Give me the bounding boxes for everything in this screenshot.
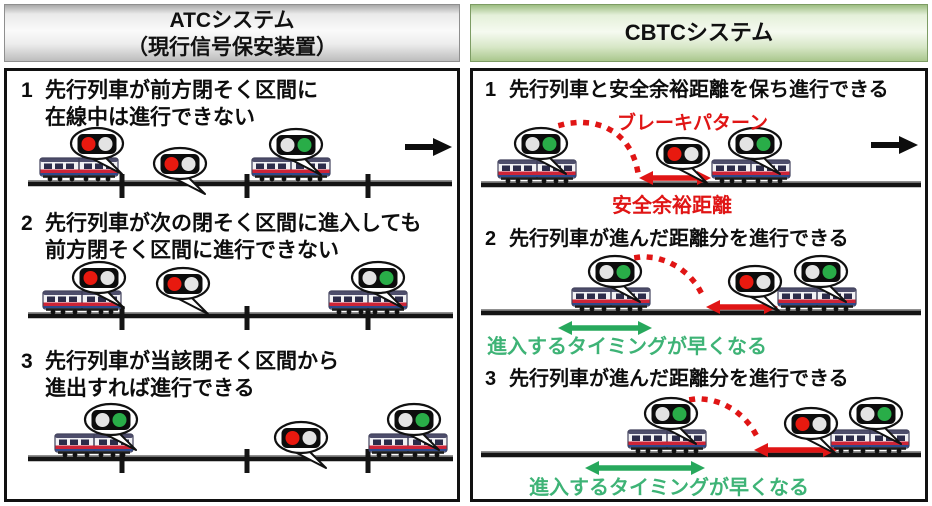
- cbtc-panel: 1 先行列車と安全余裕距離を保ち進行できる ブレーキパターン 安全余裕距離 2 …: [470, 68, 928, 502]
- atc-panel-header: ATCシステム （現行信号保安装置）: [4, 4, 460, 62]
- item-number: 3: [21, 350, 33, 373]
- atc-item-3-line1: 先行列車が当該閉そく区間から: [45, 350, 339, 373]
- atc-item-2-line1: 先行列車が次の閉そく区間に進入しても: [45, 212, 422, 235]
- atc-item-3-heading: 3 先行列車が当該閉そく区間から 進出すれば進行できる: [11, 348, 339, 402]
- atc-item-3-line2: 進出すれば進行できる: [45, 377, 255, 400]
- cbtc-row-2: [481, 254, 921, 335]
- atc-diagram: [28, 126, 453, 473]
- atc-title-line2: （現行信号保安装置）: [127, 36, 337, 59]
- cbtc-item-3-text: 先行列車が進んだ距離分を進行できる: [509, 368, 849, 390]
- item-number: 2: [485, 228, 497, 250]
- atc-row-3: [28, 402, 453, 473]
- cbtc-title: CBTCシステム: [624, 20, 774, 45]
- atc-title-line1: ATCシステム: [169, 9, 295, 32]
- atc-item-2-line2: 前方閉そく区間に進行できない: [45, 239, 339, 262]
- signal-bubble-red-icon: [152, 146, 208, 196]
- cbtc-panel-header: CBTCシステム: [470, 4, 928, 62]
- early-entry-label: 進入するタイミングが早くなる: [487, 336, 767, 358]
- travel-direction-arrow-icon: [405, 138, 452, 156]
- cbtc-item-3-heading: 3 先行列車が進んだ距離分を進行できる: [475, 366, 849, 392]
- atc-row-2: [28, 260, 453, 330]
- atc-row-1: [28, 126, 452, 198]
- brake-pattern-curve-icon: [557, 119, 642, 177]
- cbtc-row-1: [481, 119, 921, 188]
- cbtc-item-1-text: 先行列車と安全余裕距離を保ち進行できる: [509, 79, 889, 101]
- early-entry-arrow-icon: [585, 461, 705, 475]
- atc-panel: 1 先行列車が前方閉そく区間に 在線中は進行できない 2 先行列車が次の閉そく区…: [4, 68, 460, 502]
- atc-item-2-heading: 2 先行列車が次の閉そく区間に進入しても 前方閉そく区間に進行できない: [11, 210, 421, 264]
- cbtc-row-3: [481, 396, 921, 475]
- signal-bubble-red-icon: [155, 266, 211, 316]
- brake-pattern-label: ブレーキパターン: [617, 113, 769, 134]
- train-icon: [251, 157, 331, 183]
- signal-bubble-red-icon: [783, 406, 839, 456]
- cbtc-diagram: [481, 119, 921, 475]
- early-entry-arrow-icon: [558, 321, 652, 335]
- item-number: 3: [485, 368, 497, 390]
- brake-pattern-curve-icon: [621, 254, 708, 303]
- cbtc-item-2-text: 先行列車が進んだ距離分を進行できる: [509, 228, 849, 250]
- early-entry-label: 進入するタイミングが早くなる: [529, 477, 809, 499]
- item-number: 1: [485, 79, 497, 101]
- cbtc-item-2-heading: 2 先行列車が進んだ距離分を進行できる: [475, 226, 849, 252]
- safety-margin-label: 安全余裕距離: [612, 195, 732, 217]
- atc-item-1-line2: 在線中は進行できない: [45, 106, 255, 129]
- travel-direction-arrow-icon: [871, 136, 918, 154]
- safety-margin-arrow-icon: [639, 171, 711, 185]
- item-number: 1: [21, 79, 33, 102]
- atc-item-1-heading: 1 先行列車が前方閉そく区間に 在線中は進行できない: [11, 77, 318, 131]
- cbtc-item-1-heading: 1 先行列車と安全余裕距離を保ち進行できる: [475, 77, 889, 103]
- atc-item-1-line1: 先行列車が前方閉そく区間に: [45, 79, 318, 102]
- item-number: 2: [21, 212, 33, 235]
